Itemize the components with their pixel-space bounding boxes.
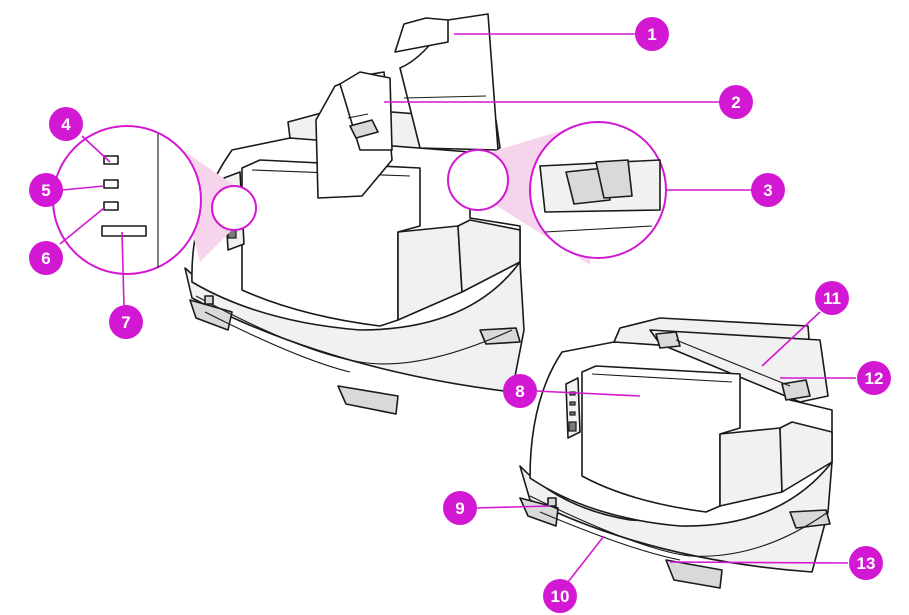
callout-9-label: 9 [455, 499, 464, 518]
callout-2: 2 [719, 85, 753, 119]
callout-10: 10 [543, 579, 577, 613]
callout-4-label: 4 [61, 115, 71, 134]
callout-7: 7 [109, 305, 143, 339]
printer-small-led-c [570, 412, 575, 415]
callout-11-label: 11 [823, 289, 841, 308]
zoom-paper-guide-source-ring [448, 150, 508, 210]
callout-9: 9 [443, 491, 477, 525]
callout-5-label: 5 [41, 181, 50, 200]
printer-small-power-switch [548, 498, 556, 506]
data-light [104, 202, 118, 210]
attention-light [104, 156, 118, 164]
leader-13 [670, 562, 848, 563]
callout-10-label: 10 [551, 587, 570, 606]
leader-10 [568, 536, 604, 582]
printer-small-right-foot [666, 560, 722, 588]
callout-6-label: 6 [41, 249, 50, 268]
callout-3: 3 [751, 173, 785, 207]
ready-light [104, 180, 118, 188]
callout-5: 5 [29, 173, 63, 207]
printer-small [520, 318, 832, 588]
printer-small-output-side [720, 428, 782, 506]
callout-1-label: 1 [647, 25, 656, 44]
callout-13-label: 13 [857, 554, 876, 573]
callout-8: 8 [503, 374, 537, 408]
callout-2-label: 2 [731, 93, 740, 112]
callout-6: 6 [29, 241, 63, 275]
callout-3-label: 3 [763, 181, 772, 200]
callout-4: 4 [49, 107, 83, 141]
printer-large-right-foot [338, 386, 398, 414]
printer-small-led-b [570, 402, 575, 405]
zoom-control-lens [53, 126, 201, 274]
callout-7-label: 7 [121, 313, 130, 332]
printer-small-panel-button [569, 422, 576, 431]
callout-8-label: 8 [515, 382, 524, 401]
control-panel-button [102, 226, 146, 236]
callout-13: 13 [849, 546, 883, 580]
callout-12-label: 12 [865, 369, 884, 388]
callout-12: 12 [857, 361, 891, 395]
callout-11: 11 [815, 281, 849, 315]
zoom-control-source-ring [212, 186, 256, 230]
printer-large-power-switch [205, 296, 213, 304]
printer-small-guide-right [782, 380, 810, 400]
printer-small-back-foot [790, 510, 830, 528]
callout-1: 1 [635, 17, 669, 51]
